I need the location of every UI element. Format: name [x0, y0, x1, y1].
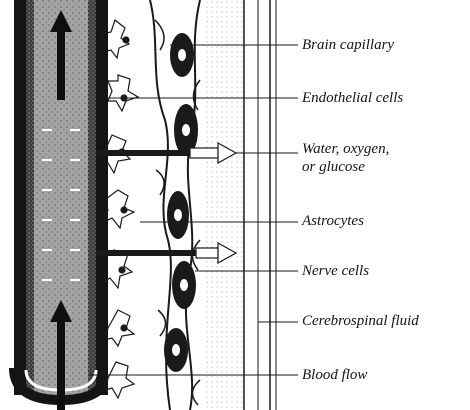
label-blood-flow: Blood flow: [302, 366, 367, 384]
label-water-line-1: Water, oxygen,: [302, 140, 389, 158]
nerve-cell-column: [148, 0, 206, 410]
label-astrocytes: Astrocytes: [302, 212, 364, 230]
label-nerve-cells: Nerve cells: [302, 262, 369, 280]
csf-boundary-lines: [244, 0, 276, 410]
label-water-oxygen-glucose: Water, oxygen, or glucose: [302, 140, 389, 176]
tissue-stipple: [206, 0, 244, 410]
label-brain-capillary: Brain capillary: [302, 36, 394, 54]
label-endothelial-cells: Endothelial cells: [302, 89, 403, 107]
label-cerebrospinal-fluid: Cerebrospinal fluid: [302, 312, 419, 330]
capillary-left-wall: [14, 0, 34, 395]
label-water-line-2: or glucose: [302, 158, 389, 176]
